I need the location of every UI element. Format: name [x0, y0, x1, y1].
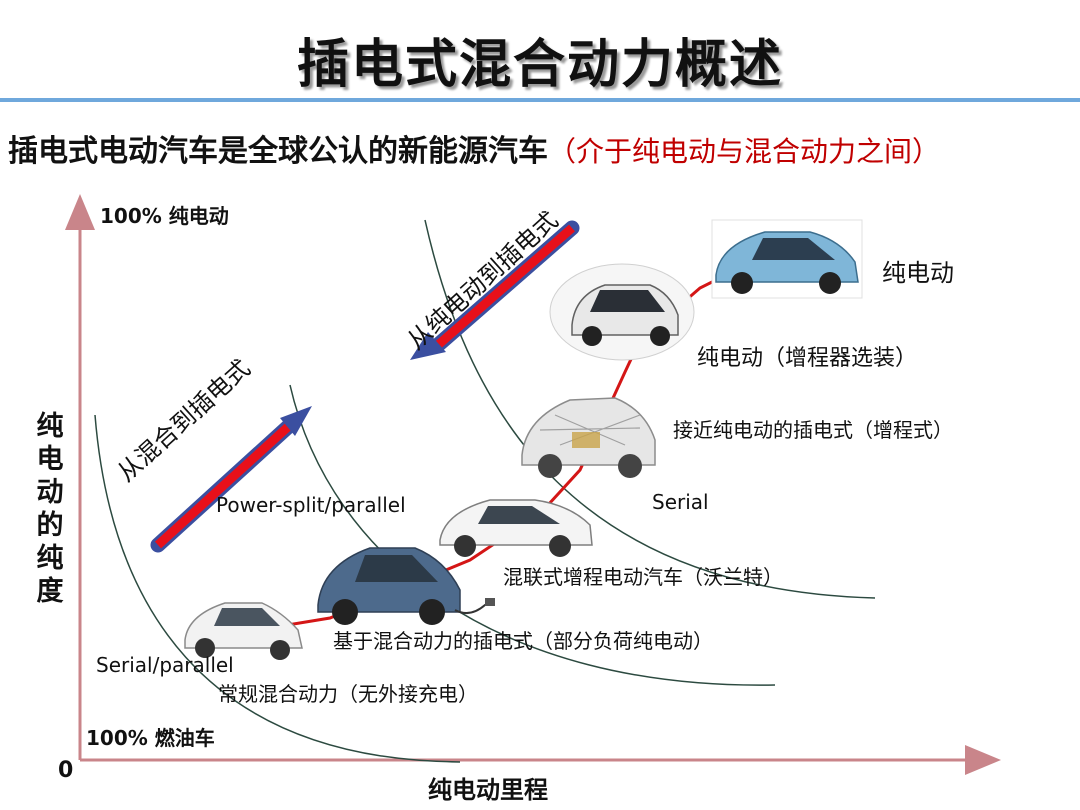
car-image-conventional-hybrid [184, 602, 303, 660]
y-axis-bottom-label: 100% 燃油车 [86, 726, 215, 750]
car-image-hybrid-plugin [317, 547, 495, 625]
arrow-hybrid-to-plugin [150, 406, 312, 553]
x-axis-title: 纯电动里程 [428, 776, 548, 804]
subtitle-paren: （介于纯电动与混合动力之间） [548, 135, 941, 168]
arrow-ev-to-plugin [410, 220, 580, 360]
curve-label-power-split: Power-split/parallel [216, 493, 406, 517]
vehicle-label-ev-range-extender: 纯电动（增程器选装） [697, 346, 918, 371]
vehicle-label-range-extender: 接近纯电动的插电式（增程式） [673, 418, 953, 442]
axis-origin: 0 [58, 758, 74, 783]
car-image-ev-range-extender [549, 263, 695, 361]
curve-label-serial: Serial [652, 490, 709, 514]
curve-label-serial-parallel: Serial/parallel [96, 653, 234, 677]
car-image-volt [439, 499, 593, 557]
subtitle-main: 插电式电动汽车是全球公认的新能源汽车 [8, 134, 548, 169]
car-image-pure-ev [711, 219, 863, 299]
curve-serial-parallel [94, 414, 461, 763]
car-image-range-extender [521, 397, 656, 478]
y-axis-title: 纯电动的纯度 [36, 411, 64, 607]
subtitle: 插电式电动汽车是全球公认的新能源汽车（介于纯电动与混合动力之间） [8, 126, 940, 170]
page-title: 插电式混合动力概述 [296, 35, 783, 95]
vehicle-label-conventional-hybrid: 常规混合动力（无外接充电） [218, 682, 478, 706]
curve-serial [424, 219, 876, 599]
y-axis-top-label: 100% 纯电动 [100, 204, 229, 228]
title-divider [0, 98, 1080, 102]
vehicle-label-hybrid-plugin: 基于混合动力的插电式（部分负荷纯电动） [333, 629, 713, 653]
vehicle-label-pure-ev: 纯电动 [882, 259, 954, 287]
vehicle-label-volt: 混联式增程电动汽车（沃兰特） [503, 565, 783, 589]
